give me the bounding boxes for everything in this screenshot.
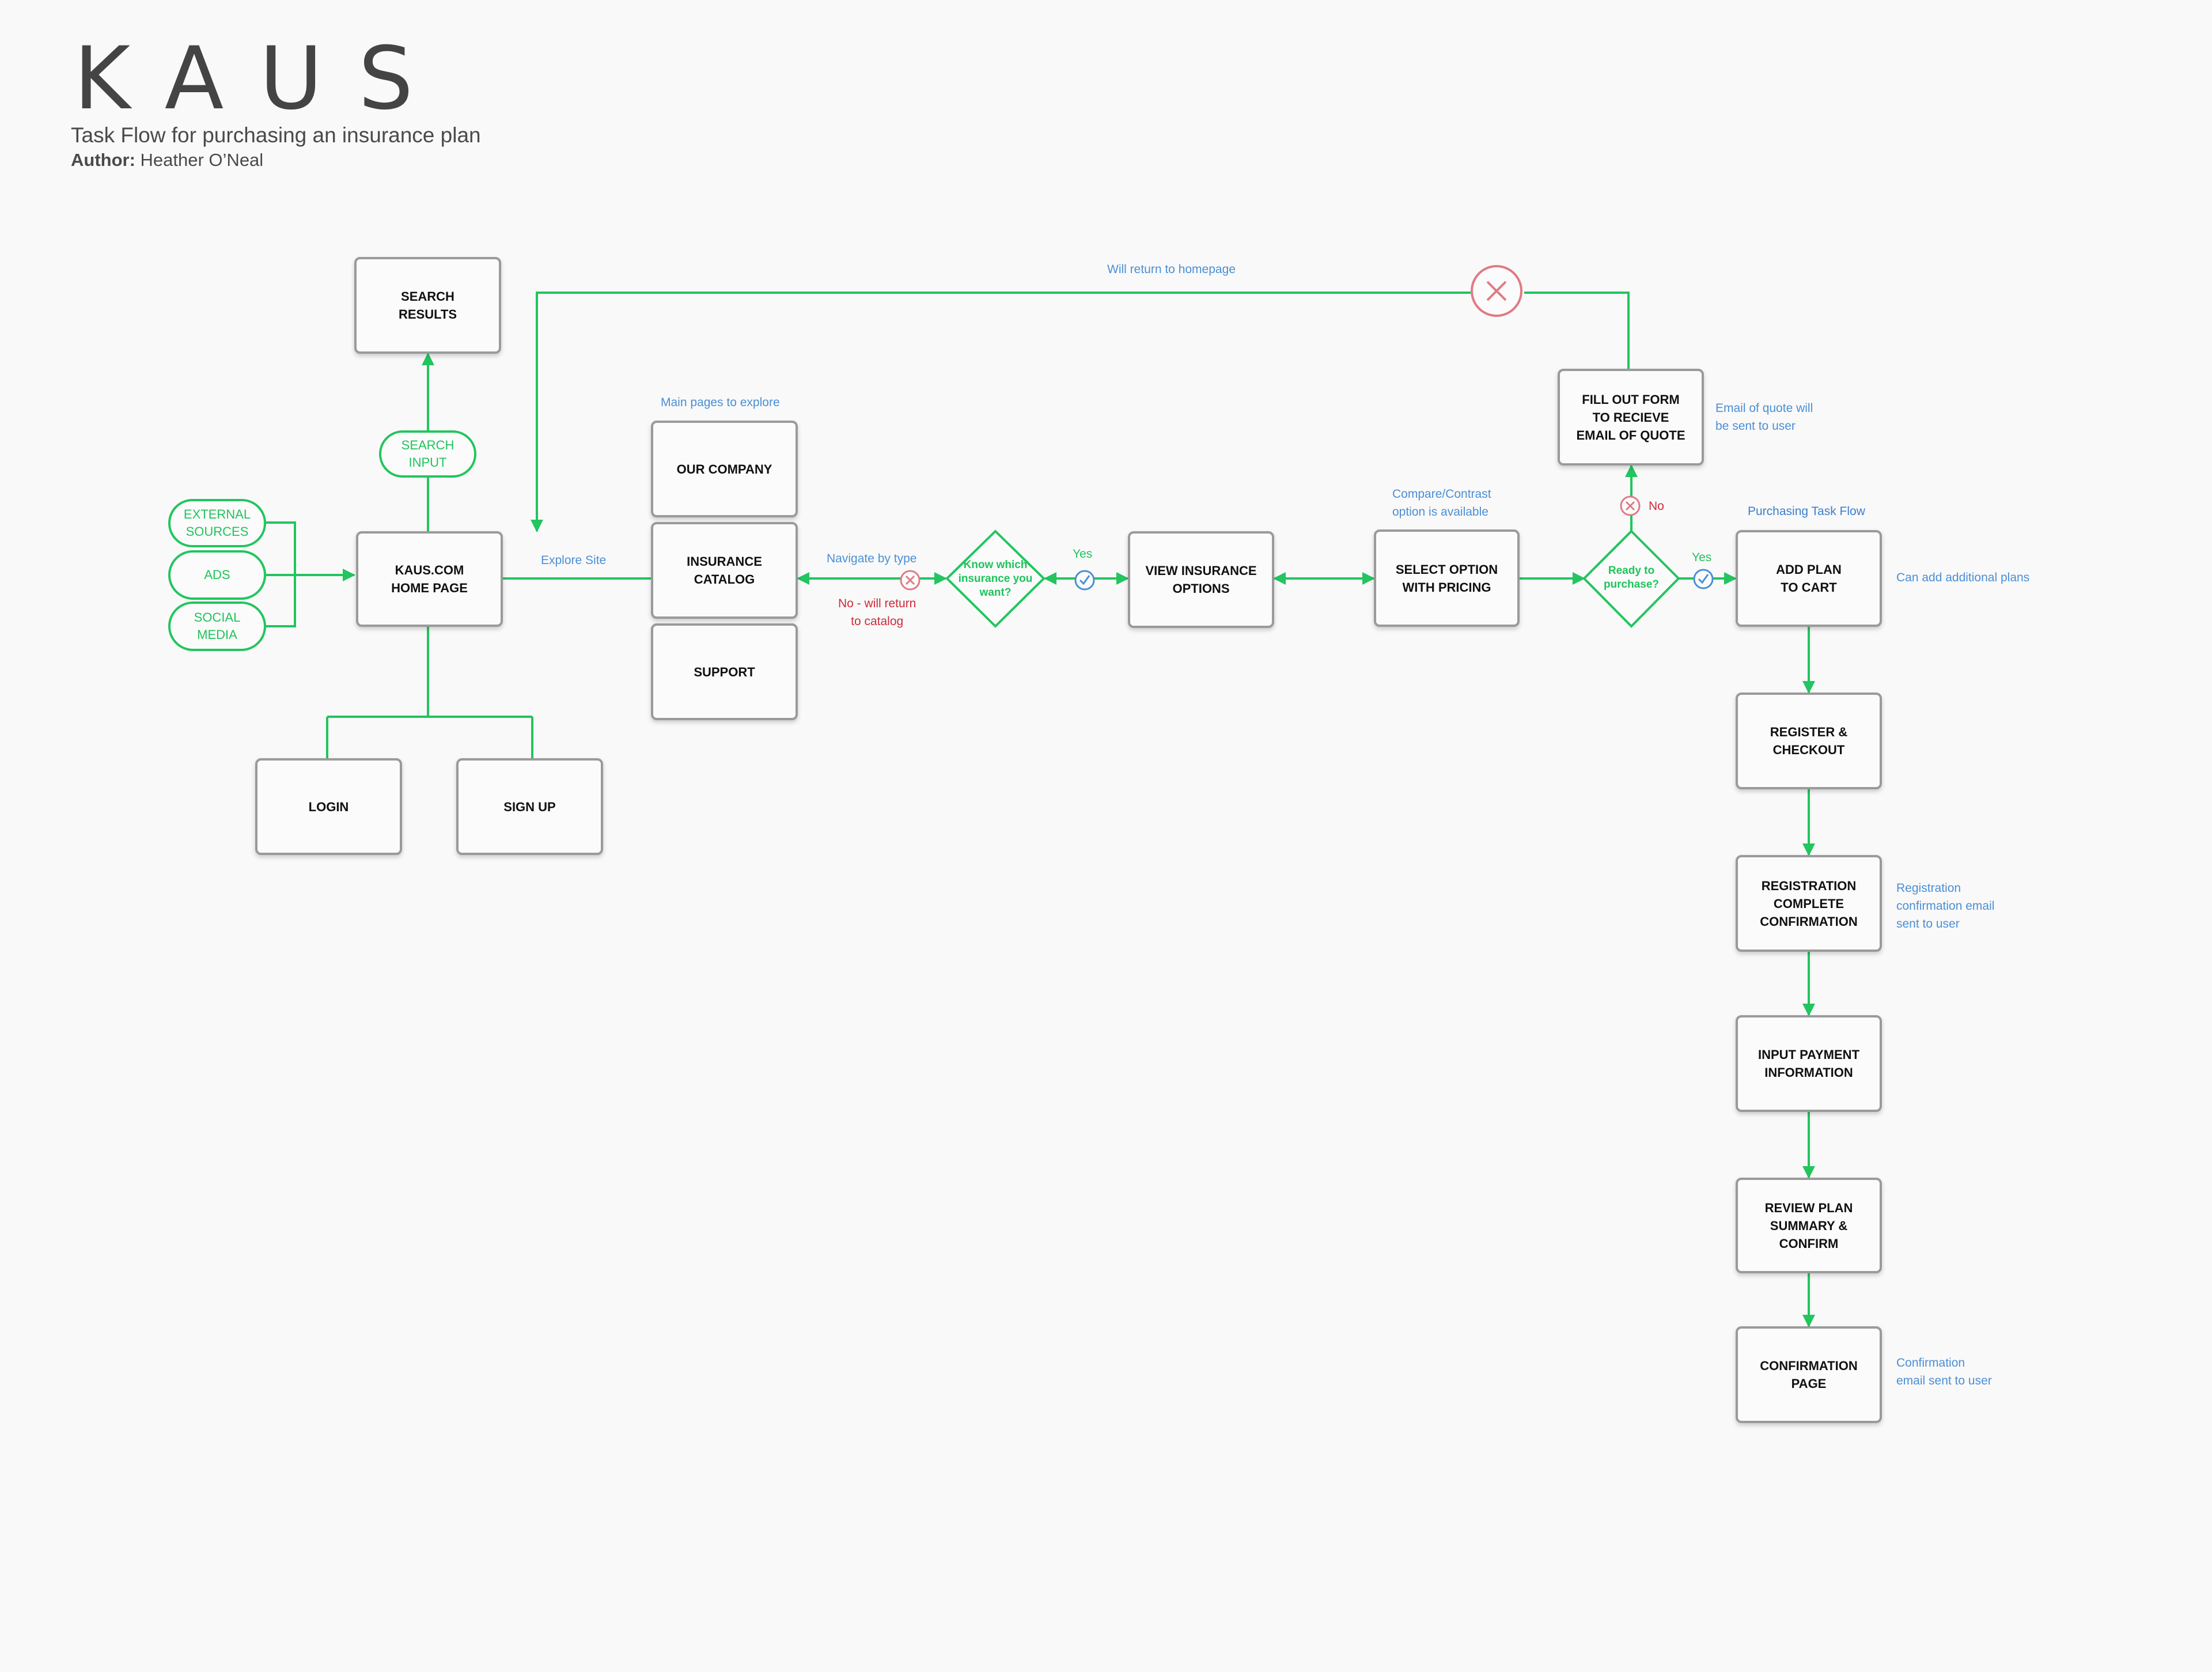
note-main-pages: Main pages to explore xyxy=(661,396,780,409)
box-login[interactable]: LOGIN xyxy=(255,758,402,855)
box-support[interactable]: SUPPORT xyxy=(651,623,798,720)
note-explore-site: Explore Site xyxy=(541,554,607,567)
decision-know-insurance-label: Know which insurance you want? xyxy=(958,559,1033,599)
box-our-company[interactable]: OUR COMPANY xyxy=(651,421,798,517)
author-label: Author: xyxy=(71,150,135,170)
note-yes-2: Yes xyxy=(1692,551,1712,564)
reject-ready-icon xyxy=(1620,495,1641,516)
note-confirmation-email: Confirmation email sent to user xyxy=(1896,1356,1992,1387)
note-compare-contrast: Compare/Contrast option is available xyxy=(1392,487,1491,519)
pill-social-media[interactable]: SOCIAL MEDIA xyxy=(168,602,266,651)
box-view-insurance-options[interactable]: VIEW INSURANCE OPTIONS xyxy=(1128,531,1274,628)
pill-external-sources[interactable]: EXTERNAL SOURCES xyxy=(168,499,266,547)
box-review-plan[interactable]: REVIEW PLAN SUMMARY & CONFIRM xyxy=(1736,1178,1882,1273)
note-will-return-homepage: Will return to homepage xyxy=(1107,263,1236,276)
note-yes-1: Yes xyxy=(1073,547,1093,561)
note-navigate-by-type: Navigate by type xyxy=(827,552,917,565)
decision-ready-label: Ready to purchase? xyxy=(1603,565,1660,591)
connector-home-to-auth xyxy=(326,627,533,758)
page-subtitle: Task Flow for purchasing an insurance pl… xyxy=(71,123,481,147)
box-select-option[interactable]: SELECT OPTION WITH PRICING xyxy=(1374,529,1520,627)
box-add-plan[interactable]: ADD PLAN TO CART xyxy=(1736,530,1882,627)
author-line: Author: Heather O’Neal xyxy=(71,150,263,171)
reject-catalog-icon xyxy=(900,570,921,591)
box-input-payment[interactable]: INPUT PAYMENT INFORMATION xyxy=(1736,1015,1882,1112)
decision-know-insurance xyxy=(945,529,1046,628)
box-insurance-catalog[interactable]: INSURANCE CATALOG xyxy=(651,522,798,619)
reject-large-icon xyxy=(1471,265,1522,317)
author-name: Heather O’Neal xyxy=(140,150,264,170)
accept-ready-icon xyxy=(1693,569,1714,589)
pill-ads[interactable]: ADS xyxy=(168,550,266,600)
accept-view-icon xyxy=(1074,570,1095,591)
box-search-results[interactable]: SEARCH RESULTS xyxy=(354,257,501,354)
note-email-of-quote: Email of quote will be sent to user xyxy=(1715,402,1813,433)
pill-search-input[interactable]: SEARCH INPUT xyxy=(379,430,476,478)
box-fill-out-form[interactable]: FILL OUT FORM TO RECIEVE EMAIL OF QUOTE xyxy=(1558,369,1704,466)
note-no: No xyxy=(1649,500,1664,513)
note-registration-email: Registration confirmation email sent to … xyxy=(1896,882,1995,930)
box-home-page[interactable]: KAUS.COM HOME PAGE xyxy=(356,531,503,627)
box-registration-complete[interactable]: REGISTRATION COMPLETE CONFIRMATION xyxy=(1736,855,1882,952)
decision-ready-to-purchase xyxy=(1582,529,1680,628)
connector-return-loop xyxy=(537,292,1630,531)
note-can-add-plans: Can add additional plans xyxy=(1896,571,2030,584)
kaus-logo: KAUS xyxy=(74,29,449,129)
box-confirmation-page[interactable]: CONFIRMATION PAGE xyxy=(1736,1326,1882,1423)
box-register-checkout[interactable]: REGISTER & CHECKOUT xyxy=(1736,693,1882,789)
note-purchasing-task-flow: Purchasing Task Flow xyxy=(1748,505,1865,518)
box-sign-up[interactable]: SIGN UP xyxy=(456,758,603,855)
note-no-return-catalog: No - will return to catalog xyxy=(838,597,916,628)
